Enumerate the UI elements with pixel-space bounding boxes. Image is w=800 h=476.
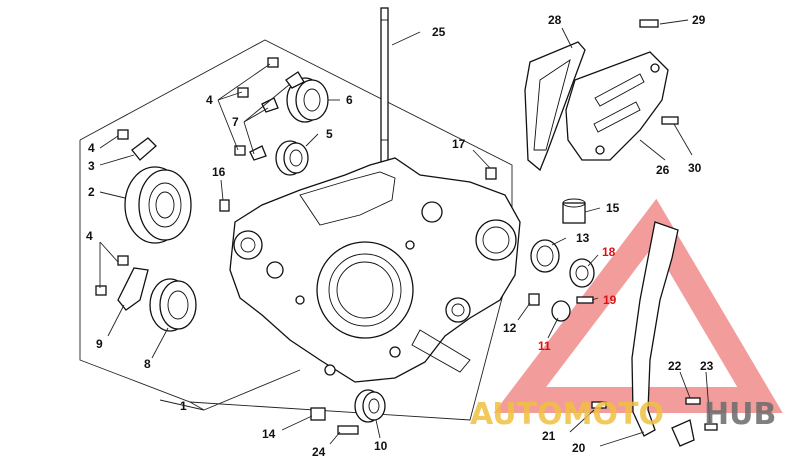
screw-24 [337,425,359,435]
callout-6: 6 [346,93,353,107]
plate-9 [117,267,149,311]
screw-29 [639,19,659,28]
dowel-17 [485,167,497,180]
callout-25: 25 [432,25,446,39]
callout-19: 19 [603,293,617,307]
callout-18: 18 [602,245,616,259]
callout-26: 26 [656,163,670,177]
watermark-text-automoto: AUTOMOTO [470,397,664,432]
chain-guide-20 [631,221,679,437]
callout-4-c: 4 [86,229,93,243]
watermark-logo: AUTOMOTO HUB [470,397,776,432]
bearing-6 [286,77,329,123]
dowel-16 [219,199,230,212]
callout-8: 8 [144,357,151,371]
plate-7-upper [285,71,305,89]
screw-22 [685,397,701,405]
callout-2: 2 [88,185,95,199]
callout-16: 16 [212,165,226,179]
bearing-8 [149,278,197,332]
callout-23: 23 [700,359,714,373]
watermark-text-hub: HUB [704,397,776,432]
leader-lines [99,19,711,447]
callout-24: 24 [312,445,326,459]
plate-3 [131,137,157,161]
callout-15: 15 [606,201,620,215]
callout-4-a: 4 [88,141,95,155]
screws-4 [95,57,279,296]
plate-7-mid [249,145,267,161]
callout-20: 20 [572,441,586,455]
callout-3: 3 [88,159,95,173]
callout-10: 10 [374,439,388,453]
callout-9: 9 [96,337,103,351]
assembly-frame [79,39,513,421]
callout-22: 22 [668,359,682,373]
bearing-2 [124,166,192,244]
callout-12: 12 [503,321,517,335]
screw-23b [704,423,718,431]
callout-11: 11 [538,339,551,353]
callout-5: 5 [326,127,333,141]
seal-13 [530,239,560,273]
bushing-15 [562,198,586,224]
chain-cover-26 [565,51,669,161]
callout-21: 21 [542,429,556,443]
screw-14 [310,407,326,421]
bearing-10 [354,389,386,423]
screw-19 [576,296,594,304]
bracket-23 [671,419,695,447]
callout-30: 30 [688,161,702,175]
callout-14: 14 [262,427,276,441]
crankcase-half [229,157,521,383]
gasket-28 [524,41,586,172]
callout-17: 17 [452,137,466,151]
washer-11 [551,300,571,322]
bearing-5 [275,140,309,176]
callout-7: 7 [232,115,239,129]
dowel-12 [528,293,540,306]
stud-25 [380,7,389,164]
screw-21 [591,401,607,409]
callout-1: 1 [180,399,187,413]
callout-13: 13 [576,231,590,245]
callout-4-b: 4 [206,93,213,107]
callout-28: 28 [548,13,562,27]
screw-30 [661,116,679,125]
callout-29: 29 [692,13,706,27]
